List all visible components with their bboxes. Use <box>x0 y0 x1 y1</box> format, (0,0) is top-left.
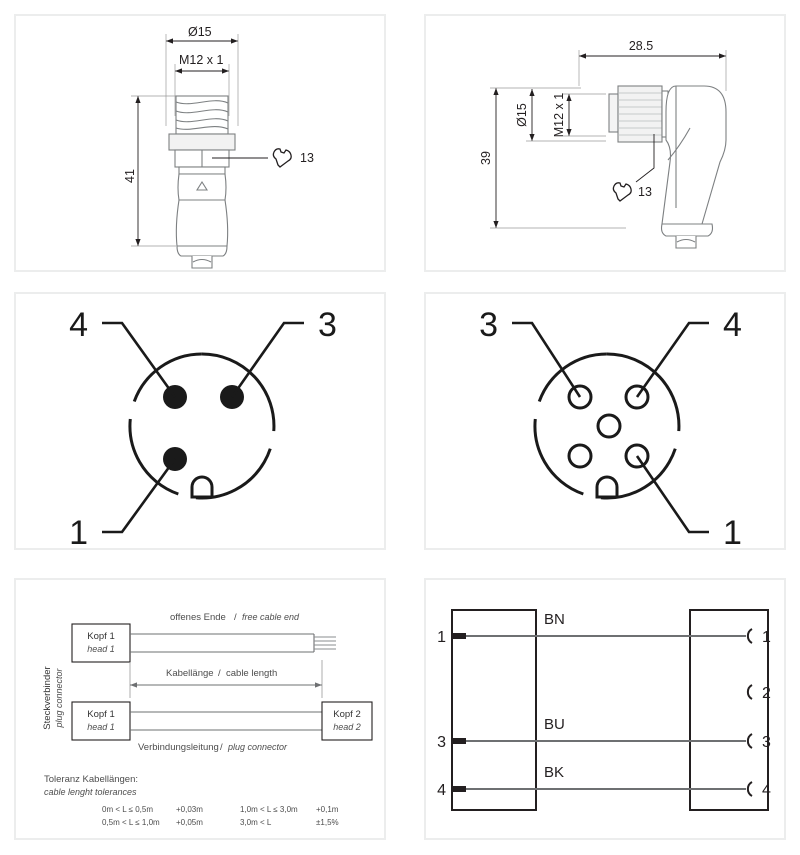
plug-connector-de: Verbindungsleitung <box>138 742 219 753</box>
tolerance-title-en: cable lenght tolerances <box>44 787 137 797</box>
left-pin-3: 4 <box>437 782 446 799</box>
head1-box-bottom <box>71 701 131 741</box>
pin-label-top-left: 3 <box>479 306 498 344</box>
right-pin-3: 4 <box>762 782 771 799</box>
pin-label-bottom-right: 1 <box>723 514 742 548</box>
wire-code-0: BN <box>544 611 565 628</box>
left-terminal-3 <box>452 786 466 792</box>
plug-connector-separator: / <box>220 742 223 753</box>
right-terminal-2 <box>746 733 753 749</box>
dim-width-label: 28.5 <box>629 39 653 53</box>
head1-en-bottom: head 1 <box>87 722 115 732</box>
wrench-size-label: 13 <box>300 151 314 165</box>
dim-thread-label: M12 x 1 <box>179 53 224 67</box>
dim-length-label: 41 <box>123 169 137 183</box>
tolerance-range-2: 1,0m < L ≤ 3,0m <box>240 805 298 814</box>
right-terminal-0 <box>746 628 753 644</box>
tolerance-range-3: 3,0m < L <box>240 818 272 827</box>
right-pin-0: 1 <box>762 629 771 646</box>
pin-label-top-left: 4 <box>69 306 88 344</box>
cable-length-en-a: cable length <box>226 668 277 679</box>
right-pin-2: 3 <box>762 734 771 751</box>
left-pin-2: 3 <box>437 734 446 751</box>
head1-de-bottom: Kopf 1 <box>87 709 114 720</box>
tolerance-value-0: +0,03m <box>176 805 203 814</box>
head2-de: Kopf 2 <box>333 709 360 720</box>
left-terminal-0 <box>452 633 466 639</box>
free-end-de: offenes Ende <box>170 612 226 623</box>
tolerance-range-0: 0m < L ≤ 0,5m <box>102 805 153 814</box>
left-pin-0: 1 <box>437 629 446 646</box>
right-terminal-1 <box>746 684 753 700</box>
plug-connector-en: plug connector <box>227 742 288 752</box>
dim-height-label: 39 <box>479 151 493 165</box>
socket-2 <box>596 413 622 439</box>
head1-en-top: head 1 <box>87 644 115 654</box>
tolerance-value-3: ±1,5% <box>316 818 339 827</box>
pin-label-top-right: 3 <box>318 306 337 344</box>
free-end-separator: / <box>234 612 237 623</box>
socket-5 <box>567 443 593 469</box>
panel-angled-connector: 28.5 Ø15 M12 x 1 39 13 <box>424 14 786 272</box>
panel-wiring-diagram: 1 BN 1 2 3 BU 3 4 BK 4 <box>424 578 786 840</box>
free-end-en: free cable end <box>242 612 300 622</box>
panel-male-pinout: 4 3 1 <box>14 292 386 550</box>
panel-female-pinout: 3 4 1 <box>424 292 786 550</box>
right-terminal-3 <box>746 781 753 797</box>
wrench-size-label: 13 <box>638 185 652 199</box>
wrench-icon <box>612 182 632 202</box>
pin-label-bottom-left: 1 <box>69 514 88 548</box>
tolerance-range-1: 0,5m < L ≤ 1,0m <box>102 818 160 827</box>
tolerance-title-de: Toleranz Kabellängen: <box>44 774 138 785</box>
wire-code-2: BU <box>544 716 565 733</box>
cable-length-separator: / <box>218 668 221 679</box>
dim-thread-label: M12 x 1 <box>552 93 566 138</box>
right-pin-1: 2 <box>762 685 771 702</box>
cable-length-de: Kabellänge <box>166 668 214 679</box>
wire-code-3: BK <box>544 764 564 781</box>
side-label-en: plug connector <box>54 667 64 728</box>
left-terminal-2 <box>452 738 466 744</box>
pin-label-top-right: 4 <box>723 306 742 344</box>
head1-box-top <box>71 623 131 663</box>
tolerance-value-1: +0,05m <box>176 818 203 827</box>
dim-diameter-label: Ø15 <box>188 25 212 39</box>
panel-cable-lengths: Steckverbinder plug connector Kopf 1 hea… <box>14 578 386 840</box>
head2-box <box>321 701 373 741</box>
wrench-icon <box>272 148 292 168</box>
tolerance-value-2: +0,1m <box>316 805 339 814</box>
side-label-de: Steckverbinder <box>42 666 53 729</box>
panel-straight-connector: Ø15 M12 x 1 41 13 <box>14 14 386 272</box>
head1-de-top: Kopf 1 <box>87 631 114 642</box>
head2-en: head 2 <box>333 722 361 732</box>
dim-diameter-label: Ø15 <box>515 103 529 127</box>
